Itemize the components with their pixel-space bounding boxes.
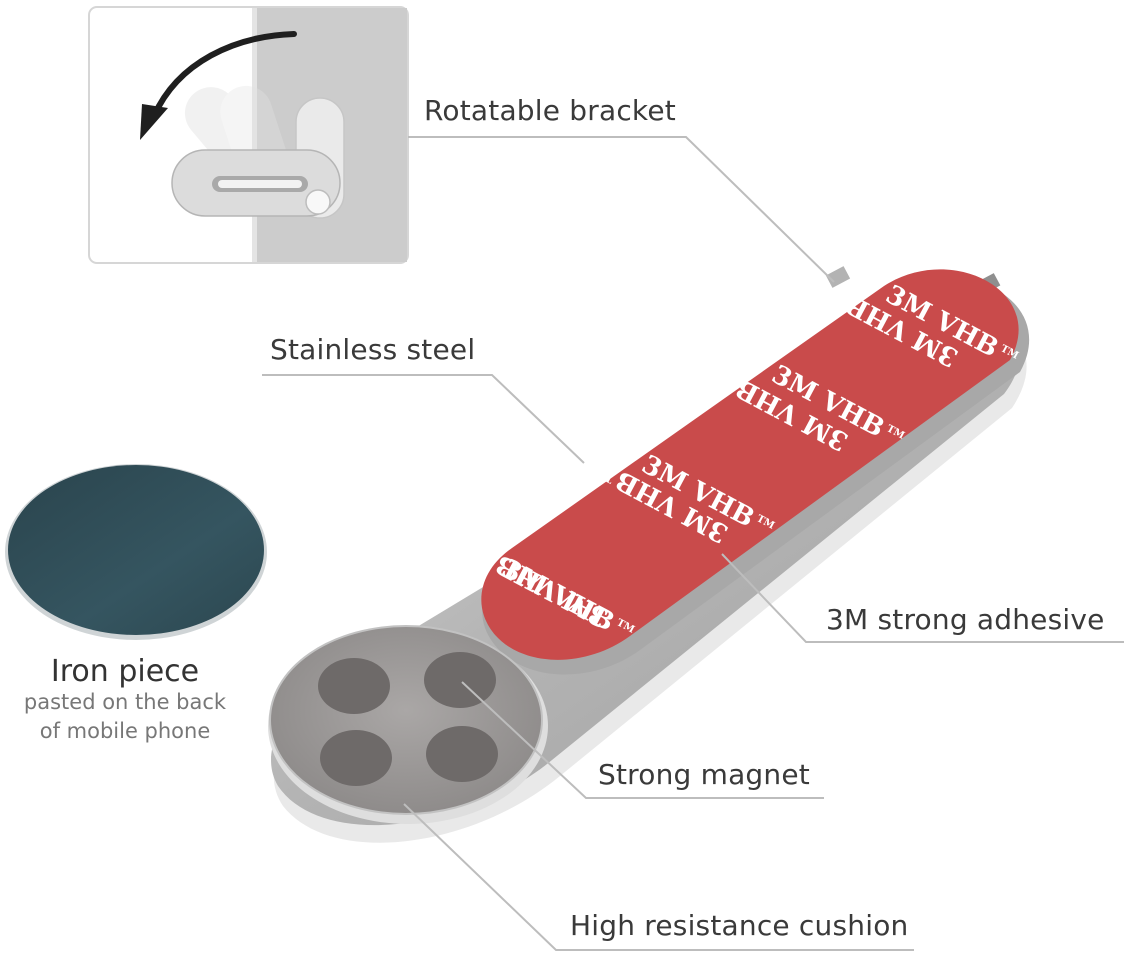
trademark-mark: TM bbox=[474, 550, 499, 570]
iron-piece-disc bbox=[5, 464, 267, 640]
label-adhesive: 3M strong adhesive bbox=[826, 603, 1105, 636]
magnet-dot bbox=[318, 658, 390, 714]
arrow-head-icon bbox=[140, 104, 168, 140]
iron-piece-title: Iron piece bbox=[50, 654, 200, 689]
inset-panel bbox=[88, 6, 409, 264]
magnet-dot bbox=[320, 730, 392, 786]
leader-adhesive bbox=[721, 553, 1124, 643]
trademark-mark: TM bbox=[714, 374, 739, 394]
label-magnet: Strong magnet bbox=[598, 758, 810, 791]
leader-magnet bbox=[461, 681, 824, 799]
adhesive-pad: 3M VHB TM 3M VHB TM 3M VHB TM 3M VHB TM … bbox=[471, 269, 1030, 675]
rotation-arrow-icon bbox=[151, 31, 297, 119]
label-cushion: High resistance cushion bbox=[570, 909, 909, 942]
leader-stainless-steel bbox=[262, 374, 585, 464]
magnet-cushion bbox=[269, 625, 543, 815]
leader-cushion bbox=[403, 803, 914, 951]
iron-piece-desc-2: of mobile phone bbox=[39, 719, 211, 743]
rear-tab bbox=[825, 266, 851, 288]
label-stainless-steel: Stainless steel bbox=[270, 333, 476, 366]
magnet-dot bbox=[424, 652, 496, 708]
trademark-mark: TM bbox=[824, 290, 849, 310]
trademark-mark: TM bbox=[594, 466, 619, 486]
leader-rotatable-bracket bbox=[408, 136, 835, 283]
leader-lines bbox=[262, 136, 1124, 951]
label-rotatable-bracket: Rotatable bracket bbox=[424, 94, 676, 127]
horizontal-bracket-arm bbox=[171, 149, 341, 217]
iron-piece-desc-1: pasted on the back bbox=[23, 690, 227, 714]
magnet-dot bbox=[426, 726, 498, 782]
